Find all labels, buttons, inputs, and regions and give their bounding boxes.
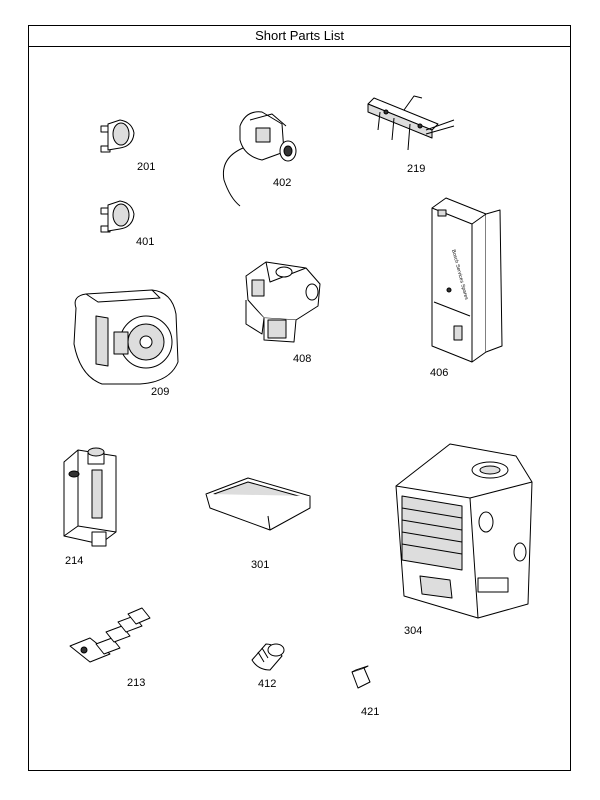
part-219-electrode-bracket [368, 96, 454, 150]
part-408-gas-valve [246, 262, 320, 342]
label-401: 401 [136, 236, 155, 248]
sheet-title: Short Parts List [29, 26, 570, 47]
label-412: 412 [258, 678, 277, 690]
part-406-control-box: Bosch Services Spares [432, 198, 502, 362]
parts-sheet-frame: Short Parts List [28, 25, 571, 771]
part-304-heat-exchanger [396, 444, 532, 618]
part-402-sensor [223, 112, 296, 206]
part-412-knob [252, 644, 284, 670]
label-406: 406 [430, 367, 449, 379]
part-401-thermistor [101, 201, 134, 232]
label-209: 209 [151, 386, 170, 398]
label-214: 214 [65, 555, 84, 567]
part-209-fan [74, 290, 178, 384]
part-201-thermistor [101, 120, 134, 152]
part-301-tray [206, 478, 310, 530]
part-214-hydraulic-block [64, 448, 116, 546]
label-402: 402 [273, 177, 292, 189]
part-421-cap [352, 666, 370, 688]
label-219: 219 [407, 163, 426, 175]
label-201: 201 [137, 161, 156, 173]
label-301: 301 [251, 559, 270, 571]
part-213-seals [70, 608, 150, 662]
label-408: 408 [293, 353, 312, 365]
label-304: 304 [404, 625, 423, 637]
label-421: 421 [361, 706, 380, 718]
label-213: 213 [127, 677, 146, 689]
